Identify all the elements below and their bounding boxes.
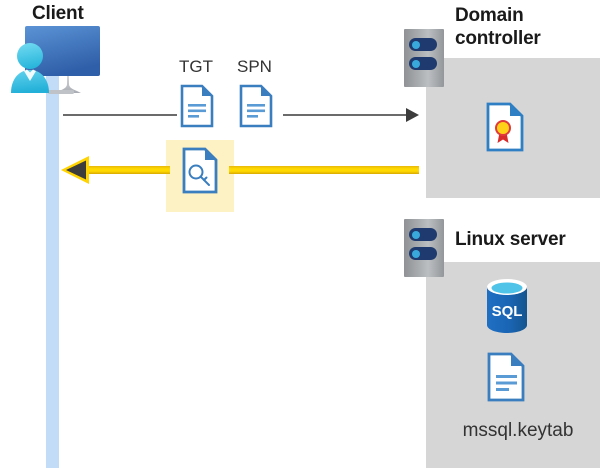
- ticket-document-key-icon: [182, 147, 218, 194]
- domain-controller-server-icon: [404, 29, 444, 87]
- tgt-label: TGT: [179, 57, 213, 76]
- linux-server-title: Linux server: [455, 229, 566, 250]
- request-line-left: [63, 114, 177, 116]
- spn-label: SPN: [237, 57, 272, 76]
- user-computer-icon: [5, 24, 105, 98]
- client-title: Client: [32, 3, 84, 24]
- client-lifeline: [46, 62, 59, 468]
- spn-document-icon: [239, 84, 273, 128]
- gray-arrow-right-head: [406, 108, 419, 122]
- certificate-document-icon: [486, 102, 524, 152]
- keytab-file-label: mssql.keytab: [462, 420, 574, 441]
- domain-controller-title: Domain controller: [455, 5, 541, 49]
- request-line-right: [283, 114, 408, 116]
- response-line-left: [85, 166, 170, 174]
- sql-database-label: SQL: [492, 303, 523, 320]
- keytab-document-icon: [487, 352, 525, 402]
- yellow-arrow-left-head: [61, 156, 91, 184]
- tgt-document-icon: [180, 84, 214, 128]
- linux-server-server-icon: [404, 219, 444, 277]
- response-line-right: [229, 166, 419, 174]
- sql-database-icon: SQL: [484, 278, 530, 334]
